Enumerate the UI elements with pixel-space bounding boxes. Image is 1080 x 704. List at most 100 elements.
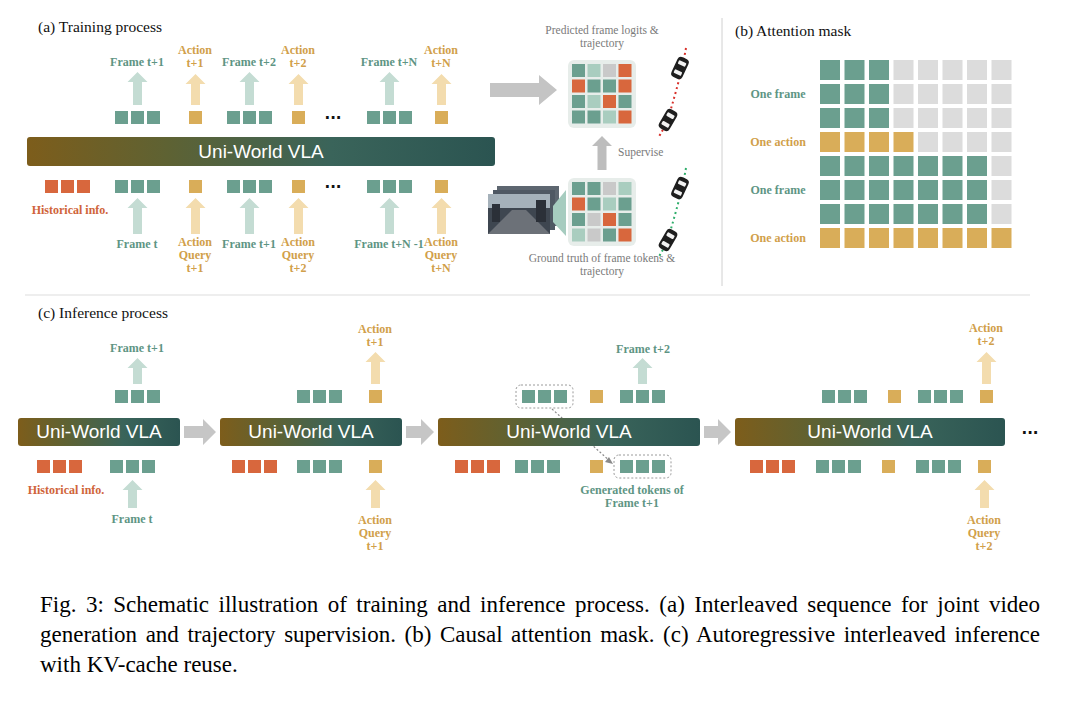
- mask-cell: [820, 84, 840, 104]
- action-token: [292, 111, 305, 124]
- action-token: [435, 180, 448, 193]
- model-bar: Uni-World VLA: [27, 137, 495, 166]
- token-label: Action t+1: [354, 323, 396, 349]
- mask-cell: [967, 108, 987, 128]
- panel-title: (c) Inference process: [38, 304, 338, 322]
- frame-token: [259, 111, 272, 124]
- frame-token: [854, 390, 867, 403]
- token-label: Generated tokens of Frame t+1: [567, 484, 697, 510]
- flow-arrow: [380, 72, 400, 105]
- flow-arrow: [432, 74, 452, 105]
- grid-cell: [588, 111, 601, 124]
- history-token: [750, 460, 763, 473]
- panel-title: (b) Attention mask: [735, 22, 1035, 40]
- action-token: [888, 390, 901, 403]
- dotted-outline: [614, 455, 671, 478]
- mask-cell: [869, 60, 889, 80]
- history-token: [37, 460, 50, 473]
- mask-cell: [967, 156, 987, 176]
- frame-token: [652, 460, 665, 473]
- mask-cell: [820, 228, 840, 248]
- mask-cell: [943, 60, 963, 80]
- history-token: [487, 460, 500, 473]
- mask-cell: [820, 204, 840, 224]
- mask-cell: [943, 156, 963, 176]
- car-icon: [657, 227, 678, 252]
- mask-cell: [967, 132, 987, 152]
- mask-cell: [894, 180, 914, 200]
- action-token: [978, 460, 991, 473]
- frame-token: [243, 180, 256, 193]
- token-label: Action t+2: [965, 322, 1007, 348]
- model-bar: Uni-World VLA: [735, 418, 1005, 446]
- mask-cell: [869, 84, 889, 104]
- grid-cell: [572, 213, 585, 226]
- grid-cell: [588, 182, 601, 195]
- camera-frame: [488, 194, 550, 234]
- mask-cell: [967, 84, 987, 104]
- history-token: [69, 460, 82, 473]
- mask-cell: [820, 156, 840, 176]
- frame-token: [636, 390, 649, 403]
- frame-token: [313, 460, 326, 473]
- panel-title: (a) Training process: [38, 18, 338, 36]
- grid-cell: [588, 95, 601, 108]
- model-name: Uni-World VLA: [506, 421, 631, 443]
- flow-connector: [704, 419, 731, 445]
- camera-building: [536, 200, 546, 222]
- mask-cell: [869, 204, 889, 224]
- action-token: [369, 390, 382, 403]
- token-label: Action t+1: [174, 44, 216, 70]
- frame-token: [652, 390, 665, 403]
- frame-token: [822, 390, 835, 403]
- mask-cell: [992, 132, 1012, 152]
- mask-cell: [845, 60, 865, 80]
- mask-cell: [943, 180, 963, 200]
- frame-token: [367, 111, 380, 124]
- frame-token: [934, 390, 947, 403]
- frame-token: [115, 390, 128, 403]
- frame-token: [259, 180, 272, 193]
- token-label: Frame t+2: [608, 343, 678, 356]
- frame-token: [948, 460, 961, 473]
- ellipsis: ...: [318, 175, 348, 191]
- mask-cell: [894, 132, 914, 152]
- camera-building: [492, 204, 500, 222]
- token-label: Historical info.: [16, 484, 116, 497]
- mask-cell: [845, 180, 865, 200]
- model-bar: Uni-World VLA: [18, 418, 180, 446]
- token-label: One action: [738, 136, 818, 149]
- flow-arrow: [380, 198, 400, 234]
- token-label: Frame t+1: [214, 238, 284, 251]
- dotted-outline: [516, 385, 573, 408]
- flow-arrow: [123, 480, 143, 508]
- token-label: Frame t+N: [354, 56, 424, 69]
- frame-token: [131, 111, 144, 124]
- model-name: Uni-World VLA: [36, 421, 161, 443]
- mask-cell: [820, 180, 840, 200]
- car-icon: [657, 107, 678, 132]
- frame-token: [522, 390, 535, 403]
- mask-cell: [943, 204, 963, 224]
- frame-token: [918, 390, 931, 403]
- action-token: [189, 180, 202, 193]
- token-label: Frame t: [102, 238, 172, 251]
- action-token: [590, 390, 603, 403]
- grid-cell: [619, 229, 632, 242]
- token-label: Frame t+1: [102, 56, 172, 69]
- trajectory-line: [658, 48, 686, 138]
- grid-cell: [619, 95, 632, 108]
- panel-divider: [25, 295, 1030, 296]
- model-bar: Uni-World VLA: [220, 418, 402, 446]
- token-label: Action Query t+2: [963, 514, 1005, 553]
- frame-token: [950, 390, 963, 403]
- frame-token: [110, 460, 123, 473]
- flow-arrow: [432, 198, 452, 234]
- mask-cell: [992, 108, 1012, 128]
- mask-cell: [869, 156, 889, 176]
- frame-token: [142, 460, 155, 473]
- history-token: [455, 460, 468, 473]
- grid-cell: [603, 95, 616, 108]
- history-token: [766, 460, 779, 473]
- mask-cell: [869, 180, 889, 200]
